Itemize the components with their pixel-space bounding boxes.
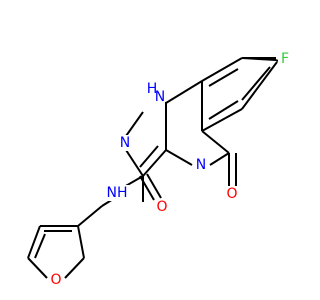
bond <box>77 225 85 259</box>
triazole-nh-nitrogen-label: N <box>155 89 165 105</box>
bond <box>125 149 144 177</box>
fluorine-atom-label: F <box>281 51 289 67</box>
triazole-nh-hydrogen-label: H <box>147 81 158 97</box>
bond <box>139 145 159 168</box>
triazole-nitrogen-label: N <box>120 135 130 151</box>
bond <box>241 66 271 101</box>
amide-nh-label: NH <box>107 185 128 201</box>
bond <box>27 225 41 259</box>
bond <box>241 61 278 110</box>
bond <box>64 257 85 279</box>
ring-carbonyl-oxygen-label: O <box>226 186 237 202</box>
furan-oxygen-label: O <box>50 272 61 288</box>
quinazoline-nitrogen-label: N <box>196 157 206 173</box>
bond <box>142 149 167 177</box>
bond <box>139 175 155 201</box>
bond <box>34 233 46 259</box>
bond <box>165 149 193 166</box>
bond <box>201 108 243 132</box>
bond <box>201 57 243 82</box>
bond <box>209 152 230 166</box>
bond <box>208 68 239 87</box>
amide-oxygen-label: O <box>156 199 167 215</box>
bond-layer <box>27 57 283 279</box>
bond <box>146 173 162 199</box>
bond <box>165 80 203 104</box>
bond <box>201 130 230 154</box>
atom-label-layer: F N H N N O O NH O <box>49 51 292 288</box>
bond <box>77 205 103 227</box>
bond <box>27 257 48 279</box>
bond <box>208 100 239 120</box>
molecule-structure: F N H N N O O NH O <box>27 51 292 288</box>
bond <box>125 111 144 137</box>
